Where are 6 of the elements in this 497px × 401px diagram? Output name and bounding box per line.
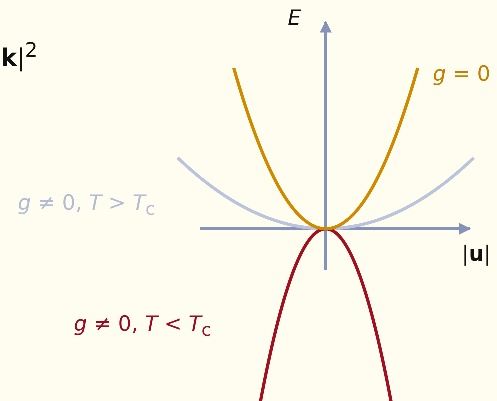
formula-fragment: k|$^{2}$ <box>1 40 38 70</box>
curve-label: g ≠ 0, T > T$_{c}$ <box>18 193 156 220</box>
axis-label: |u| <box>462 244 492 265</box>
axis-label: E <box>288 8 302 29</box>
curve-label: g ≠ 0, T < T$_{c}$ <box>74 314 212 341</box>
curve-label: g = 0 <box>433 64 491 85</box>
